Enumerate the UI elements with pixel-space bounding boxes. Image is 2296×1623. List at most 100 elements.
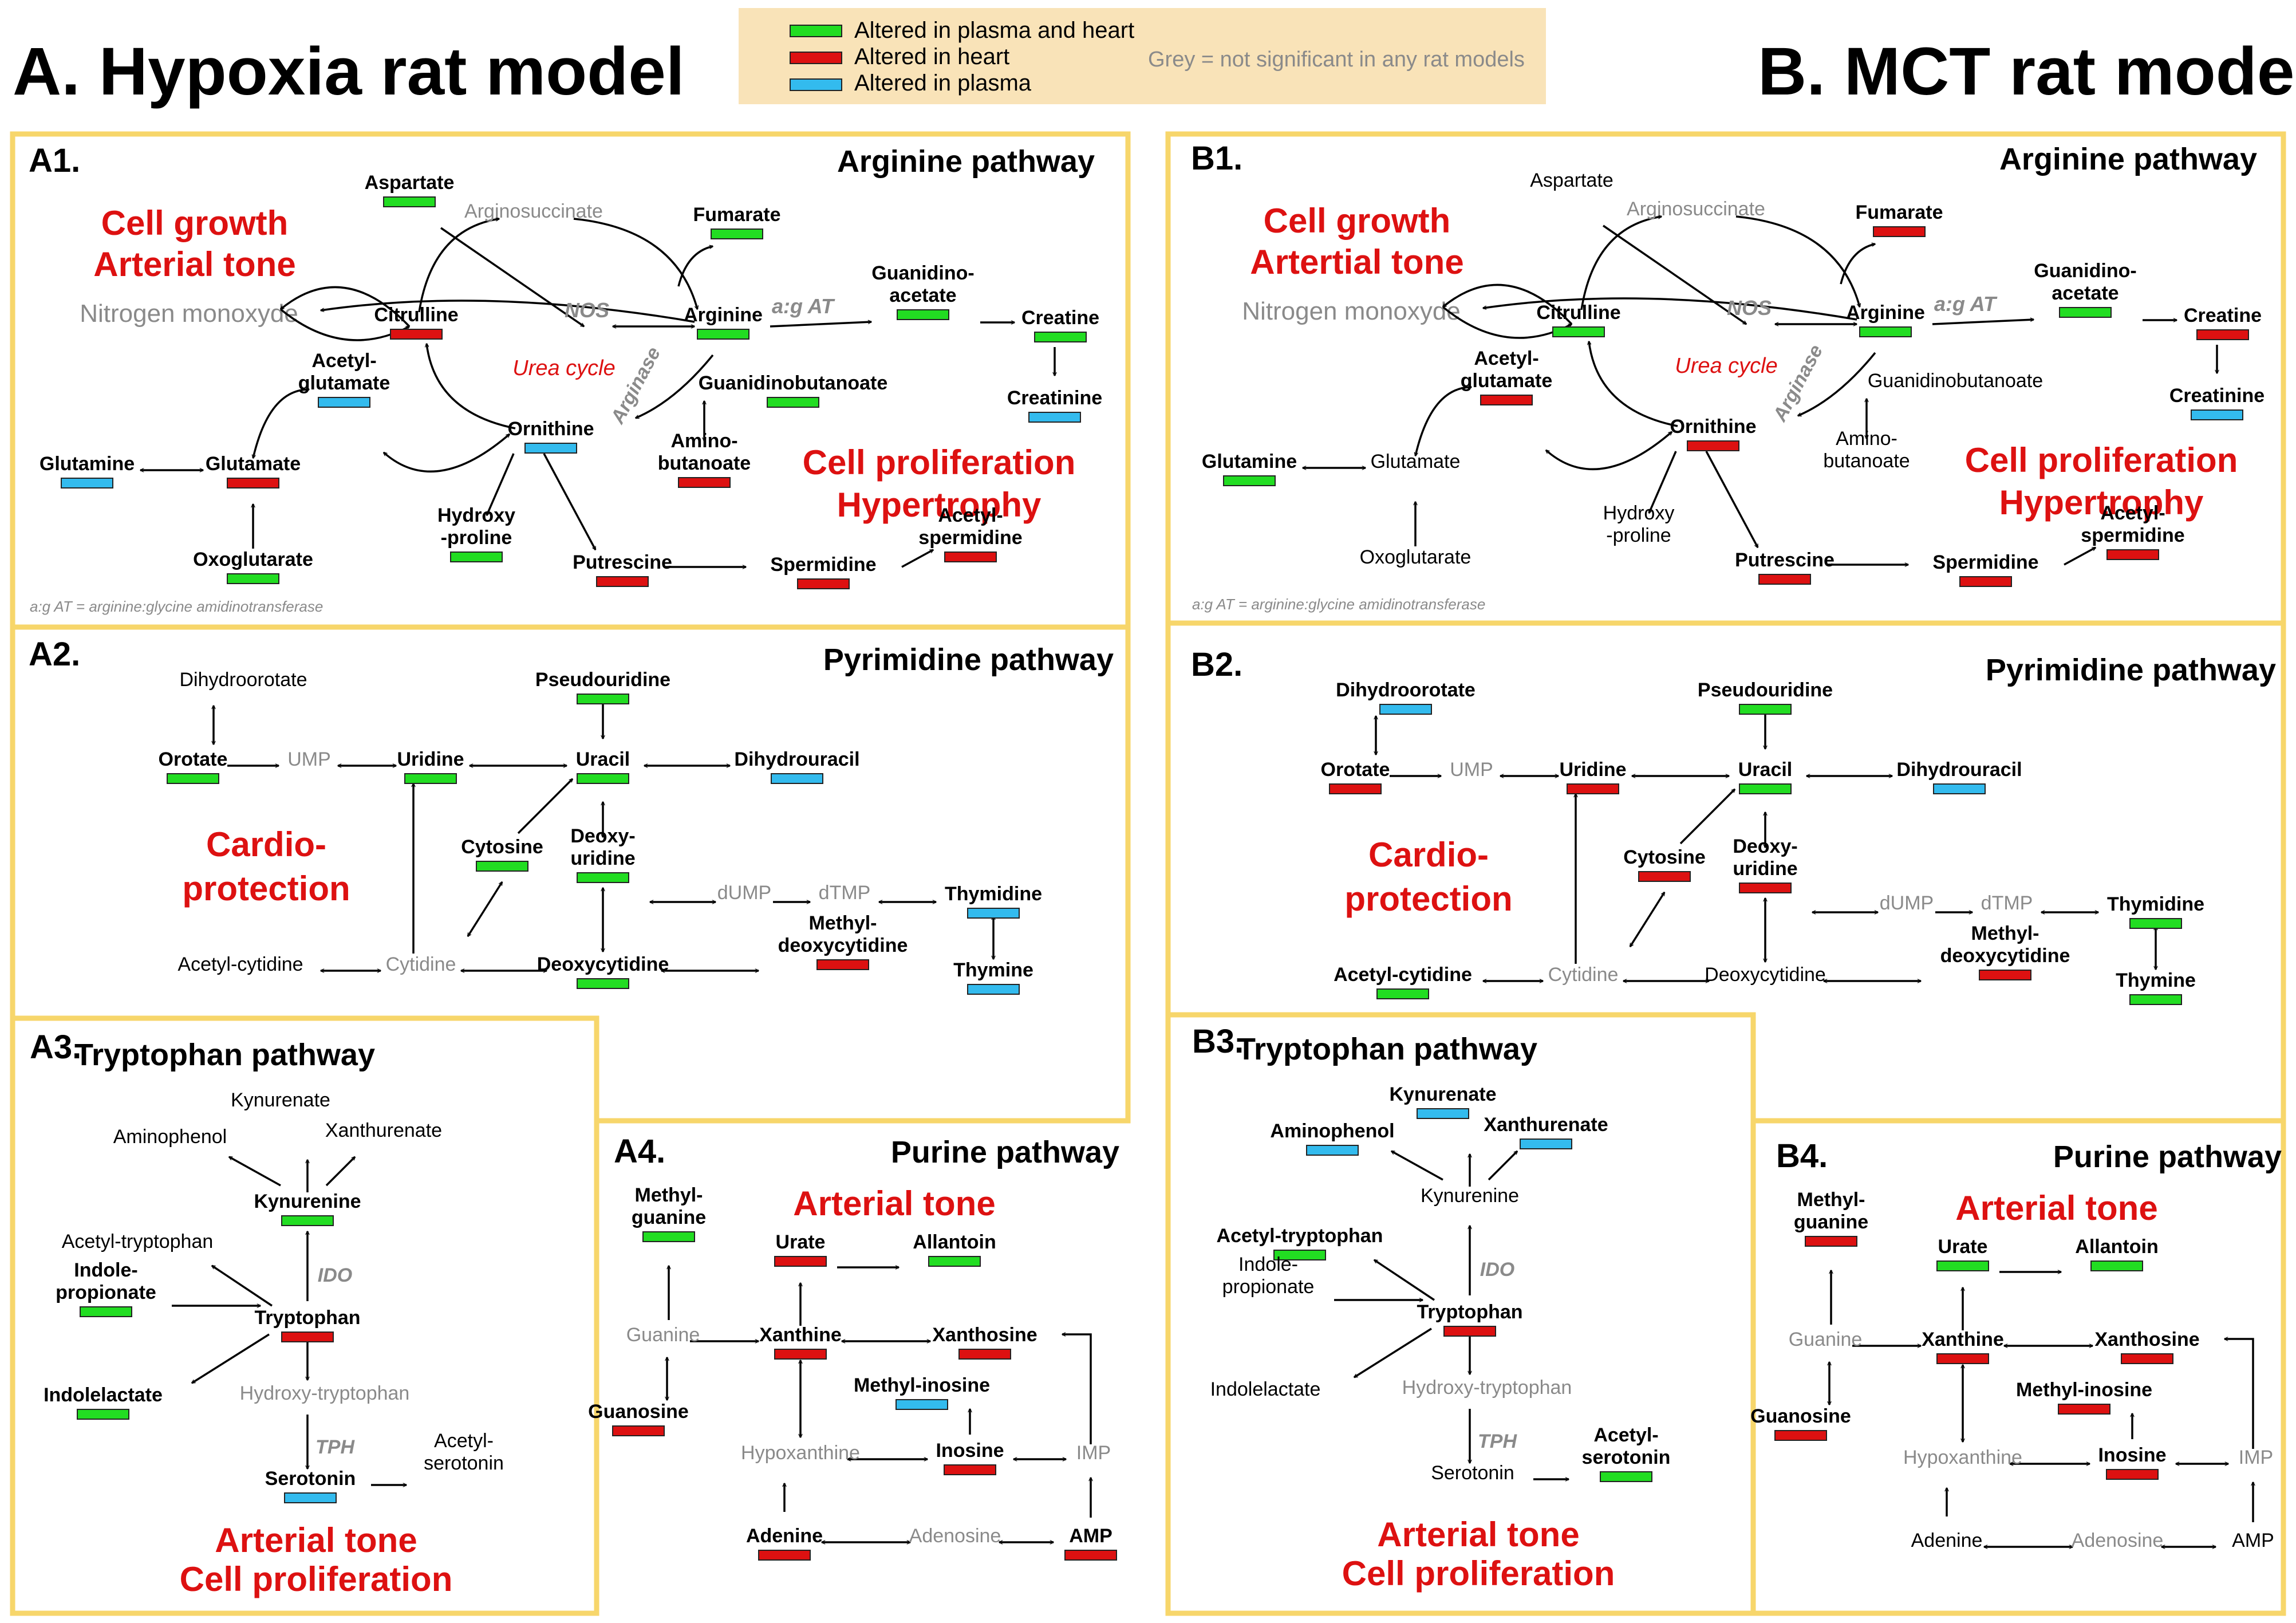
metabolite-glutamate: Glutamate <box>206 453 301 489</box>
pathway-arrow <box>486 453 515 515</box>
panel-label: B1. <box>1191 140 1242 177</box>
pathway-arrow <box>1443 283 1573 325</box>
pathway-arrow <box>1580 216 1662 310</box>
metabolite-name: Ornithine <box>1670 416 1756 438</box>
metabolite-thymine: Thymine <box>953 959 1033 995</box>
metabolite-dtmp: dTMP <box>819 882 871 904</box>
metabolite-pseudouridine: Pseudouridine <box>1698 679 1833 715</box>
legend: Altered in plasma and heart Altered in h… <box>739 8 1546 104</box>
status-bar-blue <box>284 1492 337 1503</box>
status-bar-red <box>1959 576 2012 587</box>
pathway-arrow <box>1679 789 1735 845</box>
effect-label: Cardio- <box>1368 836 1489 874</box>
metabolite-methylinosine: Methyl-inosine <box>2016 1379 2152 1415</box>
status-bar-red <box>774 1349 827 1360</box>
status-bar-red <box>596 576 649 587</box>
metabolite-name: Orotate <box>159 749 228 770</box>
metabolite-glutamate: Glutamate <box>1371 451 1461 472</box>
metabolite-name: Xanthine <box>1922 1329 2004 1350</box>
metabolite-name: acetate <box>889 285 956 306</box>
panel-label: B2. <box>1191 646 1242 683</box>
status-bar-red <box>2058 1404 2110 1415</box>
metabolite-xanthosine: Xanthosine <box>2094 1329 2200 1364</box>
effect-label: Arterial tone <box>215 1521 417 1559</box>
metabolite-name: Guanidino- <box>2034 260 2136 282</box>
metabolite-name: Guanosine <box>1750 1405 1851 1427</box>
model-b-header: B. MCT rat model <box>1758 34 2296 109</box>
metabolite-name: Acetyl- <box>1474 348 1538 369</box>
status-bar-red <box>1687 440 1739 451</box>
legend-label-heart: Altered in heart <box>854 44 1009 69</box>
status-bar-green <box>642 1231 695 1242</box>
metabolite-tryptophan: Tryptophan <box>254 1307 361 1342</box>
metabolite-aminophenol: Aminophenol <box>1270 1120 1395 1156</box>
status-bar-green <box>577 978 629 989</box>
status-bar-red <box>958 1349 1011 1360</box>
metabolite-serotonin: Serotonin <box>265 1468 356 1503</box>
metabolite-guanidinoacetate: Guanidino-acetate <box>2034 260 2137 318</box>
metabolite-name: Hypoxanthine <box>1903 1447 2022 1468</box>
metabolite-adenine: Adenine <box>1911 1530 1983 1551</box>
status-bar-blue <box>61 478 113 489</box>
metabolite-xanthurenate: Xanthurenate <box>1484 1114 1608 1149</box>
metabolite-aminophenol: Aminophenol <box>113 1126 227 1148</box>
status-bar-green <box>2129 994 2182 1005</box>
status-bar-green <box>577 773 629 784</box>
metabolite-guanosine: Guanosine <box>1750 1405 1851 1441</box>
pathway-arrow <box>543 453 597 550</box>
metabolite-guanosine: Guanosine <box>588 1401 689 1436</box>
metabolite-name: Hydroxy-tryptophan <box>240 1382 410 1404</box>
metabolite-arginine: Arginine <box>684 304 763 340</box>
metabolite-name: Adenine <box>1911 1530 1983 1551</box>
model-a-header: A. Hypoxia rat model <box>13 34 685 109</box>
effect-label: Cell proliferation <box>180 1560 453 1598</box>
metabolite-citrulline: Citrulline <box>1536 302 1621 337</box>
metabolite-orotate: Orotate <box>159 749 228 784</box>
nos-label: NOS <box>1727 296 1772 320</box>
urea-cycle-label: Urea cycle <box>1675 354 1778 378</box>
status-bar-green <box>711 229 763 239</box>
metabolite-name: Xanthosine <box>2094 1329 2199 1350</box>
metabolite-acetylspermidine: Acetyl-spermidine <box>2081 502 2185 560</box>
panel-title: Arginine pathway <box>837 144 1095 179</box>
edges <box>1376 714 2156 981</box>
metabolite-name: serotonin <box>424 1452 504 1474</box>
panel-title: Pyrimidine pathway <box>1986 653 2276 687</box>
metabolite-name: Arginosuccinate <box>1627 198 1765 220</box>
metabolite-kynurenine: Kynurenine <box>1421 1185 1519 1207</box>
metabolite-name: Aminophenol <box>1270 1120 1394 1142</box>
metabolite-fumarate: Fumarate <box>1855 202 1943 237</box>
metabolite-name: AMP <box>2232 1530 2274 1551</box>
metabolite-dihydroorotate: Dihydroorotate <box>179 669 307 691</box>
nitrogen-monoxyde-label: Nitrogen monoxyde <box>1242 297 1461 325</box>
metabolite-name: UMP <box>287 749 331 770</box>
metabolite-name: Putrescine <box>573 551 672 573</box>
pathway-arrow <box>384 433 510 473</box>
metabolite-xanthine: Xanthine <box>1922 1329 2004 1364</box>
metabolite-name: Thymine <box>2116 970 2196 991</box>
status-bar-green <box>1739 783 1792 794</box>
metabolite-name: Acetyl- <box>938 505 1003 526</box>
metabolite-adenosine: Adenosine <box>909 1525 1001 1547</box>
status-bar-blue <box>1379 704 1432 715</box>
effect-label: Arterial tone <box>1955 1189 2157 1227</box>
pathway-arrow <box>1648 451 1677 513</box>
metabolite-arginosuccinate: Arginosuccinate <box>464 200 603 222</box>
urea-cycle-label: Urea cycle <box>512 356 616 380</box>
metabolite-name: Deoxycytidine <box>537 954 669 975</box>
metabolite-guanidinoacetate: Guanidino-acetate <box>871 262 975 320</box>
metabolite-name: butanoate <box>1823 450 1910 472</box>
metabolite-thymidine: Thymidine <box>945 883 1042 919</box>
status-bar-blue <box>2191 409 2243 420</box>
pathway-arrow <box>1603 224 1746 325</box>
status-bar-red <box>1567 783 1619 794</box>
metabolite-methyldeoxycytidine: Methyl-deoxycytidine <box>778 912 908 970</box>
edges <box>1334 1150 1569 1479</box>
effect-label: Cell growth <box>1264 202 1451 240</box>
effect-label: Arterial tone <box>793 1184 995 1223</box>
metabolite-oxoglutarate: Oxoglutarate <box>193 549 313 584</box>
metabolite-name: Aminophenol <box>113 1126 227 1148</box>
metabolite-ump: UMP <box>1450 759 1493 781</box>
